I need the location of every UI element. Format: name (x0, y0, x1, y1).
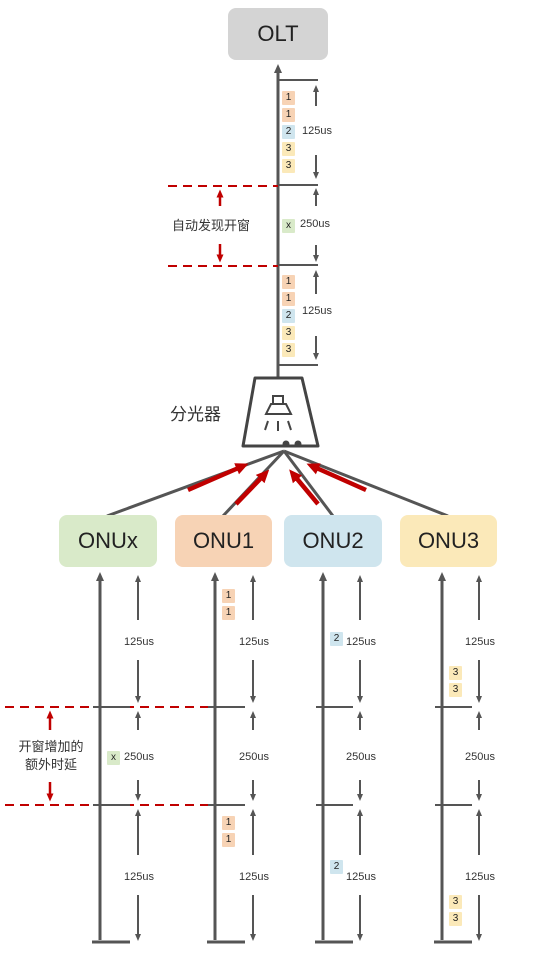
onu2-node: ONU2 (284, 515, 382, 567)
onu-duration-label: 125us (239, 871, 269, 883)
onu-duration-label: 125us (239, 636, 269, 648)
onu-window-note-line2: 额外时延 (24, 758, 77, 773)
olt-slot2-time: 125us (302, 305, 332, 317)
upstream-arrow-onu2 (289, 469, 320, 506)
onu-duration-label: 125us (346, 636, 376, 648)
olt-badge: 1 (282, 91, 295, 105)
olt-badge: 1 (282, 275, 295, 289)
splitter-label: 分光器 (170, 405, 221, 425)
upstream-arrow-onu1 (234, 469, 270, 506)
olt-badge: 2 (282, 125, 295, 139)
olt-node: OLT (228, 8, 328, 60)
upstream-arrow-onu3 (306, 463, 367, 493)
onu-window-note-line1: 开窗增加的 (18, 740, 84, 755)
onu-badge: 1 (222, 589, 235, 603)
olt-badge: 3 (282, 343, 295, 357)
onu-badge: 1 (222, 833, 235, 847)
olt-badge: 3 (282, 142, 295, 156)
olt-badge: 3 (282, 326, 295, 340)
onu1-node: ONU1 (175, 515, 272, 567)
onux-node: ONUx (59, 515, 157, 567)
onu-duration-label: 250us (124, 751, 154, 763)
onu-badge: 1 (222, 816, 235, 830)
onu-duration-label: 250us (239, 751, 269, 763)
fanout-line-onu3 (283, 449, 449, 518)
onu-badge: 2 (330, 632, 343, 646)
onu-badge: 2 (330, 860, 343, 874)
olt-badge: 3 (282, 159, 295, 173)
onu-duration-label: 125us (346, 871, 376, 883)
onu-badge: 3 (449, 912, 462, 926)
onu-window-badge: x (107, 751, 120, 765)
onu-badge: 3 (449, 666, 462, 680)
onu-duration-label: 125us (124, 871, 154, 883)
onu-duration-label: 250us (465, 751, 495, 763)
olt-badge: 1 (282, 108, 295, 122)
fanout-line-onu2 (282, 450, 335, 517)
onu-duration-label: 125us (465, 871, 495, 883)
onu-badge: 3 (449, 895, 462, 909)
onu-badge: 1 (222, 606, 235, 620)
fanout-line-onux (106, 449, 285, 518)
onu-duration-label: 125us (124, 636, 154, 648)
onu-window-note: 开窗增加的 额外时延 (8, 739, 94, 775)
olt-slot1-time: 125us (302, 125, 332, 137)
olt-window-badge: x (282, 219, 295, 233)
onu-duration-label: 125us (465, 636, 495, 648)
olt-window-label: 自动发现开窗 (172, 219, 251, 234)
onu-badge: 3 (449, 683, 462, 697)
onu-duration-label: 250us (346, 751, 376, 763)
olt-window-time: 250us (300, 218, 330, 230)
upstream-arrow-onux (187, 463, 249, 493)
olt-badge: 1 (282, 292, 295, 306)
onu3-node: ONU3 (400, 515, 497, 567)
olt-badge: 2 (282, 309, 295, 323)
splitter-icon (241, 376, 320, 448)
onu-timeline-lines (92, 572, 482, 944)
